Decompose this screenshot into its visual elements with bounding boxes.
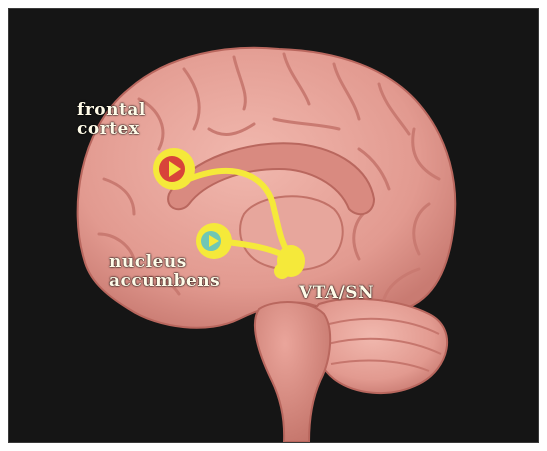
figure-frame: frontal cortex nucleus accumbens VTA/SN — [8, 8, 539, 443]
brain-diagram — [9, 9, 538, 442]
cerebellum — [311, 299, 448, 393]
label-frontal-cortex: frontal cortex — [77, 101, 146, 139]
label-frontal-line2: cortex — [77, 120, 146, 139]
label-vta-sn: VTA/SN — [299, 284, 374, 303]
label-nucleus-accumbens: nucleus accumbens — [109, 253, 220, 291]
label-nacc-line1: nucleus — [109, 253, 220, 272]
label-frontal-line1: frontal — [77, 101, 146, 120]
brainstem — [255, 302, 330, 442]
label-nacc-line2: accumbens — [109, 272, 220, 291]
